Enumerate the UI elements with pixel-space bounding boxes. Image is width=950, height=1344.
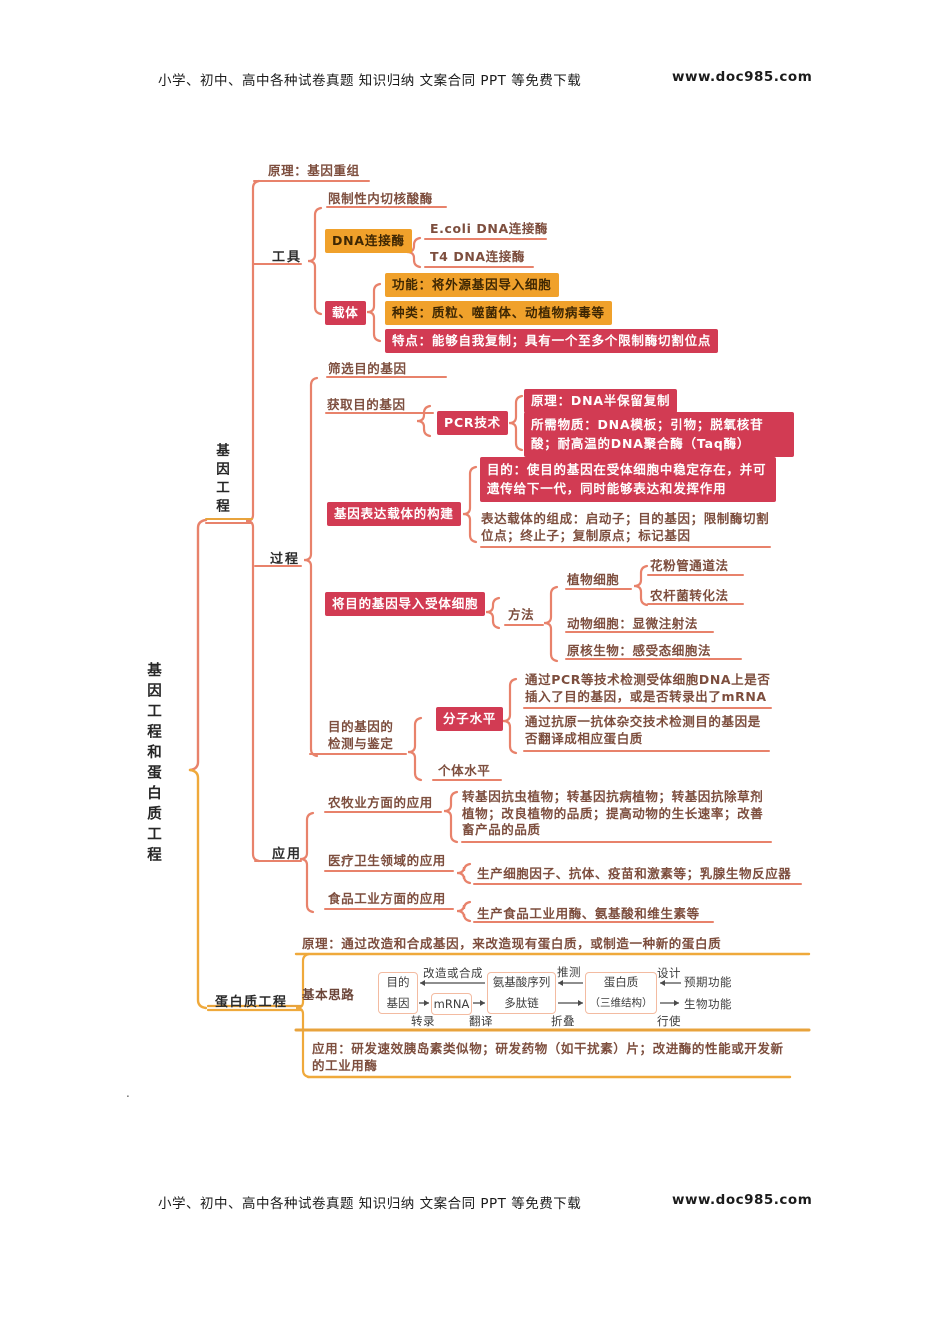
node-construct-label: 基因表达载体的构建 [327,502,461,526]
node-agriculture-label: 农牧业方面的应用 [328,795,433,810]
node-introduce-label: 将目的基因导入受体细胞 [325,592,486,616]
node-pollen-tube: 花粉管通道法 [650,558,729,573]
node-pcr-materials: 所需物质：DNA模板；引物；脱氧核苷酸；耐高温的DNA聚合酶（Taq酶） [524,412,794,457]
flow-label-design: 设计 [657,966,681,980]
stray-mark: . [126,1086,130,1100]
node-vector-kinds: 种类：质粒、噬菌体、动植物病毒等 [385,301,612,325]
flow-label-infer: 推测 [557,965,581,979]
node-pcr-principle: 原理：DNA半保留复制 [524,389,678,413]
flow-box-amino-acid: 氨基酸序列 多肽链 [487,972,556,1014]
flow-label-fold: 折叠 [551,1014,575,1028]
node-detect-label: 目的基因的检测与鉴定 [328,719,394,751]
flow-amino-line2: 多肽链 [504,996,539,1011]
root-node-label: 基因工程和蛋白质工程 [145,662,161,867]
flow-box-mrna: mRNA [431,993,472,1015]
node-t4-ligase: T4 DNA连接酶 [430,249,525,264]
node-tools-label: 工具 [272,250,303,265]
node-dna-ligase: DNA连接酶 [325,229,412,253]
flow-label-modify: 改造或合成 [423,966,483,980]
flow-label-exercise: 行使 [657,1014,681,1028]
node-application-label: 应用 [272,847,303,862]
node-process-label: 过程 [270,552,301,567]
node-molecular-item-1: 通过PCR等技术检测受体细胞DNA上是否插入了目的基因，或是否转录出了mRNA [525,672,771,704]
page-footer-url: www.doc985.com [672,1192,813,1208]
node-vector-function: 功能：将外源基因导入细胞 [385,273,559,297]
flow-target-gene-line2: 基因 [386,996,410,1011]
flow-mrna-label: mRNA [433,996,470,1011]
flow-label-translate: 翻译 [469,1014,493,1028]
node-restriction-enzyme: 限制性内切核酸酶 [328,191,433,206]
flow-box-protein: 蛋白质 （三维结构） [585,972,657,1014]
node-medical-label: 医疗卫生领域的应用 [328,853,446,868]
node-molecular-item-2: 通过抗原一抗体杂交技术检测目的基因是否翻译成相应蛋白质 [525,714,761,746]
branch-gene-label: 基因工程 [213,443,229,517]
flow-expected-function: 预期功能 [684,975,732,989]
flow-biological-function: 生物功能 [684,997,732,1011]
node-obtain-gene: 获取目的基因 [327,397,406,412]
flow-target-gene-line1: 目的 [386,975,410,989]
node-ecoli-ligase: E.coli DNA连接酶 [430,221,549,236]
node-food-label: 食品工业方面的应用 [328,891,446,906]
flow-amino-line1: 氨基酸序列 [492,975,551,989]
flow-protein-line2: （三维结构） [589,997,653,1010]
node-protein-principle: 原理：通过改造和合成基因，来改造现有蛋白质，或制造一种新的蛋白质 [302,936,722,951]
node-vector: 载体 [325,301,366,325]
node-agrobacterium: 农杆菌转化法 [650,588,729,603]
branch-protein-label: 蛋白质工程 [215,995,288,1010]
node-method-label: 方法 [508,607,535,622]
flow-box-target-gene: 目的 基因 [378,972,418,1014]
node-screen-gene: 筛选目的基因 [328,361,407,376]
node-vector-feature: 特点：能够自我复制；具有一个至多个限制酶切割位点 [385,329,719,353]
node-animal-cell: 动物细胞：显微注射法 [567,616,699,631]
page-header-text: 小学、初中、高中各种试卷真题 知识归纳 文案合同 PPT 等免费下载 [158,73,582,89]
node-prokaryote: 原核生物：感受态细胞法 [567,643,712,658]
flow-protein-line1: 蛋白质 [603,975,639,989]
node-plant-cell: 植物细胞 [567,572,620,587]
node-individual-level: 个体水平 [438,763,491,778]
page-header-url: www.doc985.com [672,69,813,85]
node-agriculture-detail: 转基因抗虫植物；转基因抗病植物；转基因抗除草剂植物；改良植物的品质；提高动物的生… [462,789,764,837]
node-construct-composition: 表达载体的组成：启动子；目的基因；限制酶切割位点；终止子；复制原点；标记基因 [481,511,770,543]
node-molecular-level: 分子水平 [436,707,504,731]
node-gene-principle: 原理：基因重组 [268,163,360,178]
node-construct-purpose: 目的：使目的基因在受体细胞中稳定存在，并可遗传给下一代，同时能够表达和发挥作用 [480,457,776,502]
page-footer-text: 小学、初中、高中各种试卷真题 知识归纳 文案合同 PPT 等免费下载 [158,1196,582,1212]
node-protein-application: 应用：研发速效胰岛素类似物；研发药物（如干扰素）片；改进酶的性能或开发新的工业用… [312,1041,784,1073]
node-pcr: PCR技术 [437,411,508,435]
node-medical-detail: 生产细胞因子、抗体、疫苗和激素等；乳腺生物反应器 [477,866,792,881]
node-approach-label: 基本思路 [302,987,355,1002]
node-food-detail: 生产食品工业用酶、氨基酸和维生素等 [477,906,700,921]
flow-label-transcribe: 转录 [411,1014,435,1028]
